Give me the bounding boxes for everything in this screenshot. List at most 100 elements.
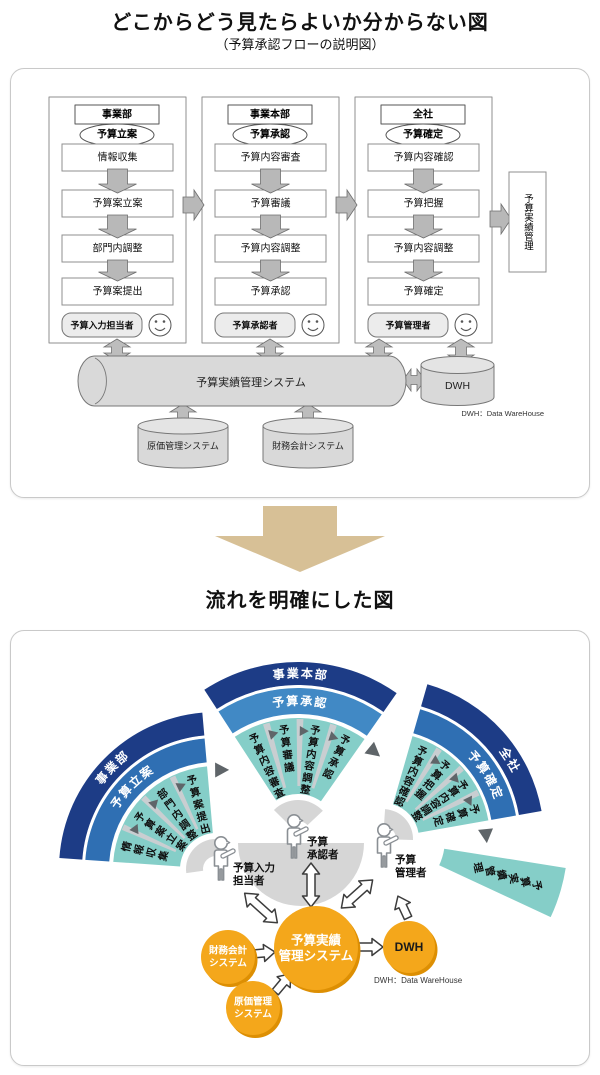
right-arrow-icon — [335, 188, 358, 222]
step-box — [61, 143, 174, 172]
dwh-circle — [383, 921, 435, 973]
fan-diagram-card: 情報収集予算案立案部門内調整予算案提出事業部予算立案予算内容審査予算審議予算内容… — [10, 630, 590, 1066]
extra-segment-char: 理 — [471, 861, 485, 874]
person-label: 予算入力 — [233, 861, 275, 874]
fan-org-band — [421, 684, 542, 816]
finance-system-circle-label: システム — [209, 958, 247, 969]
band-gap-line — [420, 706, 519, 816]
step-box — [61, 277, 174, 306]
double-flow-arrow-icon — [243, 892, 279, 924]
flow-arrow-icon — [356, 937, 384, 957]
main-system-label: 予算実績管理システム — [196, 375, 306, 389]
dwh-note: DWH：Data WareHouse — [461, 409, 544, 418]
step-label: 部門内調整 — [93, 242, 143, 255]
down-arrow-icon — [98, 214, 137, 239]
step-arrow-icon — [299, 726, 309, 737]
smiley-mouth — [460, 327, 472, 332]
down-arrow-icon — [98, 259, 137, 282]
header-label: 事業部 — [102, 108, 132, 121]
flowchart-canvas: 事業部 事業本部 全社 予算立案 予算承認 予算確定 情報収集予算案立案部門内調… — [48, 96, 547, 469]
fan-org-band — [59, 712, 205, 860]
step-box — [367, 277, 480, 306]
fan-step-char: 内 — [257, 752, 272, 768]
step-label: 予算内容調整 — [241, 242, 301, 255]
smiley-icon — [301, 313, 325, 337]
step-separator — [169, 775, 199, 830]
fan-step-char: 算 — [454, 805, 470, 820]
step-box — [61, 189, 174, 218]
smiley-icon — [454, 313, 478, 337]
band-gap-line — [82, 735, 205, 860]
fan-step-char: 予 — [309, 724, 322, 738]
fan-step-char: 内 — [406, 763, 421, 779]
fan-step-char: 容 — [302, 759, 316, 774]
step-label: 予算内容調整 — [394, 242, 454, 255]
fan-step-char: 定 — [430, 813, 446, 828]
step-arrow-icon — [148, 799, 159, 810]
fan-phase-band — [85, 738, 207, 862]
smiley-icon — [148, 313, 172, 337]
down-arrow-icon — [251, 168, 290, 194]
role-box — [61, 312, 143, 338]
phase-label: 予算立案 — [97, 128, 138, 141]
fan-step-char: 確 — [442, 809, 458, 824]
step-box — [367, 234, 480, 263]
cost-system-cylinder-top — [137, 417, 229, 435]
person-label: 担当者 — [233, 874, 265, 887]
dwh-cylinder — [420, 364, 495, 406]
gray-base-arc — [238, 843, 364, 906]
step-label: 予算内容確認 — [394, 151, 454, 164]
down-arrow-shape — [215, 506, 385, 572]
extra-segment-char: 予 — [530, 879, 544, 892]
fan-step-char: 算 — [251, 741, 267, 758]
role-label: 予算入力担当者 — [70, 320, 133, 331]
side-box — [508, 171, 547, 273]
smiley-eye — [460, 320, 464, 323]
fan-step-char: 整 — [298, 782, 312, 797]
cost-system-cylinder — [137, 425, 229, 469]
step-label: 情報収集 — [98, 151, 138, 164]
role-box — [214, 312, 296, 338]
fan-step-char: 予 — [278, 724, 290, 737]
main-system-circle-label: 管理システム — [279, 948, 354, 963]
dwh-cylinder-top — [420, 356, 495, 374]
fan-org-band — [204, 662, 397, 712]
step-label: 予算案提出 — [93, 285, 143, 298]
header-label: 全社 — [412, 108, 433, 121]
header-label: 事業本部 — [250, 108, 290, 121]
step-box — [214, 143, 327, 172]
cost-system-circle-label: システム — [234, 1009, 272, 1020]
fan-step-char: 案 — [191, 797, 206, 813]
fan-step-char: 予 — [467, 803, 482, 817]
step-label: 予算内容審査 — [241, 151, 301, 164]
down-arrow-icon — [98, 168, 137, 194]
step-label: 予算承認 — [251, 285, 291, 298]
fan-0: 情報収集予算案立案部門内調整予算案提出事業部予算立案 — [59, 712, 230, 867]
step-arrow-icon — [462, 795, 472, 806]
step-arrow-icon — [328, 731, 339, 741]
fan-transition-arrow-icon — [478, 828, 493, 844]
page-title: どこからどう見たらよいか分からない図 — [111, 12, 489, 34]
double-flow-arrow-icon — [340, 879, 374, 909]
down-arrow-icon — [251, 259, 290, 282]
step-arrow-icon — [449, 772, 459, 783]
step-arrow-icon — [268, 730, 279, 740]
smiley-eye — [154, 320, 158, 323]
extra-segment — [439, 848, 566, 918]
smiley-eye — [307, 320, 311, 323]
fan-step-char: 議 — [283, 760, 296, 774]
side-box-label: 予算実績管理 — [522, 194, 534, 251]
phase-label: 予算承認 — [250, 128, 290, 141]
extra-segment-char: 績 — [494, 868, 509, 881]
right-arrow-icon — [489, 202, 512, 236]
fan-step-char: 提 — [195, 809, 209, 824]
dwh-circle-label: DWH — [395, 940, 424, 954]
step-arrow-icon — [175, 783, 186, 793]
fan-apex — [383, 809, 413, 841]
fan-step-char: 予 — [186, 773, 200, 787]
fan-step-char: 収 — [145, 846, 159, 860]
fan-step-char: 出 — [198, 821, 211, 836]
finance-system-circle — [201, 930, 255, 984]
